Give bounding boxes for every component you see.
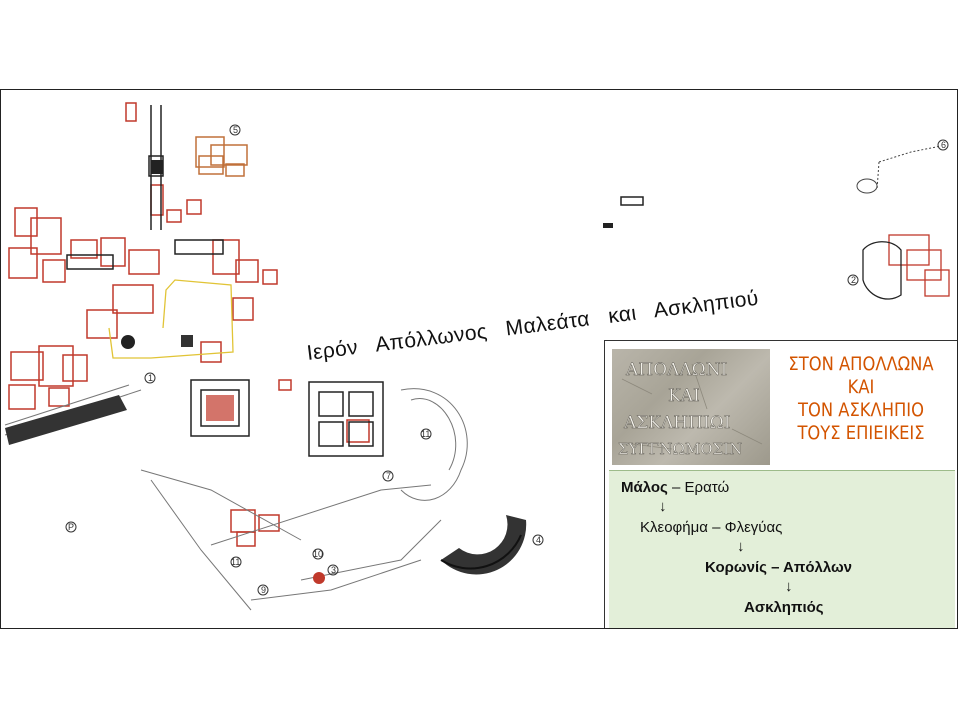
dedication-text: ΣΤΟΝ ΑΠΟΛΛΩΝΑ ΚΑΙ ΤΟΝ ΑΣΚΛΗΠΙΟ ΤΟΥΣ ΕΠΙΕ… <box>780 353 942 445</box>
slide-frame: 1 2 3 4 5 6 7 10 11 11 9 P Ιερόν Απόλλων… <box>0 89 958 629</box>
stone-line-3: ΑΣΚΛΗΠΙΩΙ <box>623 413 730 433</box>
plan-number-11b: 11 <box>231 557 240 567</box>
plan-number-4: 4 <box>536 535 541 545</box>
stone-line-2: ΚΑΙ <box>668 386 700 406</box>
plan-number-1: 1 <box>148 373 153 383</box>
inscription-stone-image: ΑΠΟΛΛΩΝΙ ΚΑΙ ΑΣΚΛΗΠΙΩΙ ΣΥΓΓΝΩΜΟΣΙΝ <box>612 349 770 465</box>
genealogy-arrow-1: ↓ <box>659 498 667 515</box>
inscription-panel: ΑΠΟΛΛΩΝΙ ΚΑΙ ΑΣΚΛΗΠΙΩΙ ΣΥΓΓΝΩΜΟΣΙΝ ΣΤΟΝ … <box>604 340 957 628</box>
genealogy-line-2: Κλεοφήμα – Φλεγύας <box>640 519 783 536</box>
plan-number-11a: 11 <box>421 429 430 439</box>
plan-number-9: 9 <box>261 585 266 595</box>
site-plan-map: 1 2 3 4 5 6 7 10 11 11 9 P <box>4 102 950 611</box>
plan-number-6: 6 <box>941 140 946 150</box>
genealogy-line-3: Κορωνίς – Απόλλων <box>705 559 853 576</box>
stone-line-4: ΣΥΓΓΝΩΜΟΣΙΝ <box>618 440 742 458</box>
dedication-line-3: ΤΟΝ ΑΣΚΛΗΠΙΟ <box>798 399 924 421</box>
plan-number-7: 7 <box>386 471 391 481</box>
genealogy-arrow-3: ↓ <box>785 578 793 595</box>
stone-line-1: ΑΠΟΛΛΩΝΙ <box>625 360 727 380</box>
dedication-line-1: ΣΤΟΝ ΑΠΟΛΛΩΝΑ <box>788 353 934 375</box>
genealogy-arrow-2: ↓ <box>737 538 745 555</box>
genealogy-line-1: Μάλος – Ερατώ <box>621 479 730 496</box>
plan-number-3: 3 <box>331 565 336 575</box>
dedication-line-2: ΚΑΙ <box>847 376 875 398</box>
genealogy-line-4: Ασκληπιός <box>744 599 824 616</box>
plan-letter-p: P <box>68 522 74 532</box>
plan-number-2: 2 <box>851 275 856 285</box>
plan-number-10: 10 <box>313 549 323 559</box>
genealogy-box: Μάλος – Ερατώ ↓ Κλεοφήμα – Φλεγύας ↓ Κορ… <box>609 470 955 628</box>
plan-number-5: 5 <box>233 125 238 135</box>
dedication-line-4: ΤΟΥΣ ΕΠΙΕΙΚΕΙΣ <box>797 422 925 444</box>
